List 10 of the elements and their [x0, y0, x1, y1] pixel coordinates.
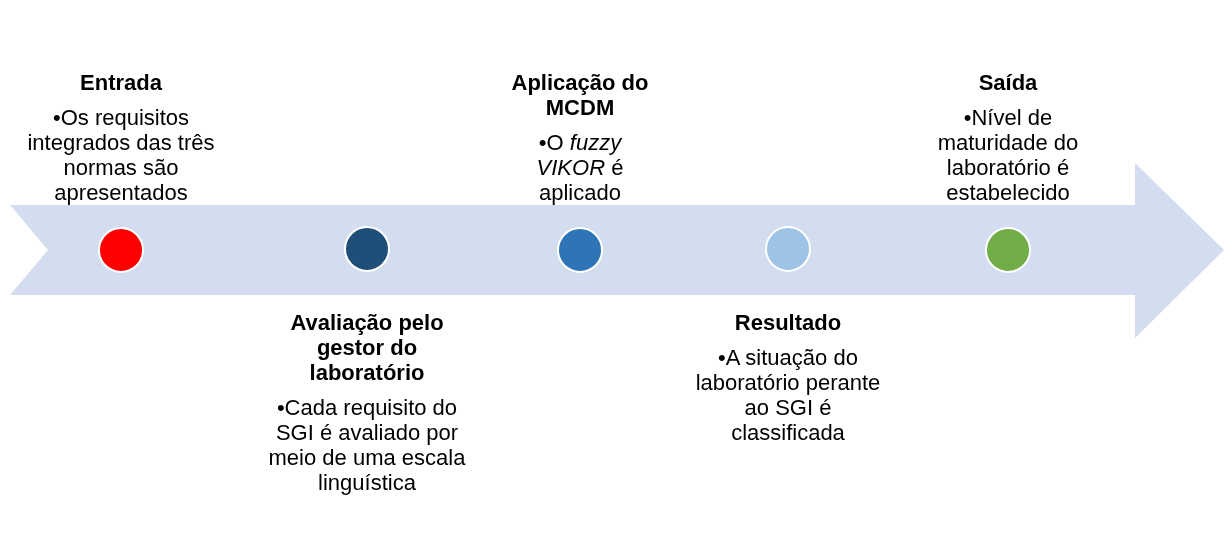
stage-description: •O fuzzy VIKOR é aplicado	[535, 130, 625, 205]
stage-heading: Resultado	[734, 310, 842, 335]
stage-description: •Cada requisito do SGI é avaliado por meio de uma escala linguística	[267, 395, 467, 495]
stage-heading: Aplicação do MCDM	[510, 70, 650, 120]
stage-description: •Os requisitos integrados das três normas são apresentados	[26, 105, 216, 205]
stage-description: •A situação do laboratório perante ao SGI é classificada	[694, 345, 882, 445]
stage-heading: Saída	[978, 70, 1038, 95]
stage-description: •Nível de maturidade do laboratório é estabelecido	[936, 105, 1080, 205]
stage-heading: Avaliação pelo gestor do laboratório	[289, 310, 445, 385]
stage-heading: Entrada	[80, 70, 162, 95]
